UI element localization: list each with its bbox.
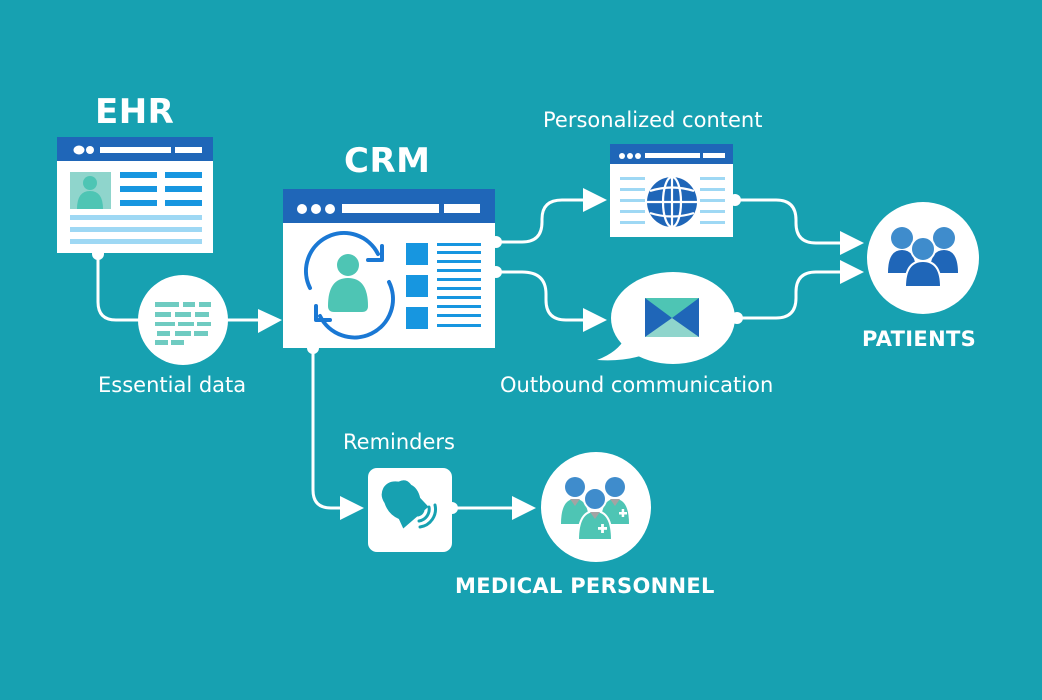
content-titlebar-dot — [619, 153, 625, 159]
ehr-titlebar-dot — [86, 146, 94, 154]
crm-titlebar-dot — [297, 204, 307, 214]
content-titlebar-dot — [635, 153, 641, 159]
crm-list-square — [406, 307, 428, 329]
arrowheads — [258, 188, 864, 520]
content-titlebar-bar — [645, 153, 700, 158]
patients-label: PATIENTS — [862, 327, 976, 351]
arrowhead-patients-top — [840, 231, 864, 255]
speech-bubble-tail — [597, 338, 650, 361]
edge-ehr-to-essential-data — [96, 254, 142, 322]
edge-crm-to-personalized-content — [495, 198, 587, 244]
ehr-title: EHR — [95, 92, 175, 132]
medical-personnel-node — [541, 452, 651, 562]
essential-data-circle — [138, 275, 228, 365]
crm-list-square — [406, 243, 428, 265]
crm-titlebar-bar — [342, 204, 439, 213]
edge-crm-to-reminders — [311, 348, 344, 510]
crm-titlebar-dot — [325, 204, 335, 214]
content-text-lines — [620, 177, 725, 224]
ehr-field — [120, 186, 157, 192]
crm-list-lines — [437, 243, 481, 327]
crm-titlebar-bar — [444, 204, 480, 213]
ehr-field — [165, 186, 202, 192]
ehr-window — [57, 137, 213, 253]
ehr-titlebar-dot — [73, 145, 85, 155]
crm-title: CRM — [344, 141, 431, 181]
arrowhead-crm — [258, 309, 282, 333]
arrowhead-outbound-communication — [583, 308, 607, 332]
outbound-communication-label: Outbound communication — [500, 373, 774, 397]
reminders-label: Reminders — [343, 430, 455, 454]
edge-outbound-communication-to-patients — [734, 270, 844, 320]
content-titlebar-bar — [703, 153, 725, 158]
sync-icon — [304, 231, 395, 340]
arrowhead-reminders — [340, 496, 364, 520]
content-titlebar-dot — [627, 153, 633, 159]
patients-node — [867, 202, 979, 314]
ehr-titlebar-bar — [175, 147, 202, 153]
globe-icon — [647, 175, 697, 229]
ehr-titlebar-bar — [100, 147, 171, 153]
medical-staff-icon — [561, 477, 629, 541]
arrowhead-medical-personnel — [512, 496, 536, 520]
edge-personalized-content-to-patients — [734, 198, 844, 245]
ehr-field — [165, 200, 202, 206]
crm-titlebar-dot — [311, 204, 321, 214]
edge-crm-to-outbound-communication — [495, 270, 587, 322]
ehr-person-icon — [77, 176, 103, 209]
connectors — [96, 198, 844, 510]
essential-data-node — [138, 275, 228, 365]
group-icon — [888, 227, 958, 288]
ehr-field — [165, 172, 202, 178]
medical-personnel-label: MEDICAL PERSONNEL — [455, 574, 715, 598]
ehr-text-line — [70, 215, 202, 220]
sync-arrowheads — [314, 244, 384, 322]
personalized-content-label: Personalized content — [543, 108, 763, 132]
crm-window — [283, 189, 495, 348]
envelope-icon — [645, 298, 699, 337]
arrowhead-patients-bottom — [840, 260, 864, 284]
ehr-field — [120, 172, 157, 178]
bell-icon — [381, 480, 437, 529]
ehr-field — [120, 200, 157, 206]
ehr-text-line — [70, 239, 202, 244]
arrowhead-personalized-content — [583, 188, 607, 212]
ehr-text-line — [70, 227, 202, 232]
outbound-communication-node — [597, 272, 735, 364]
crm-list-square — [406, 275, 428, 297]
essential-data-label: Essential data — [98, 373, 247, 397]
personalized-content-window — [610, 144, 733, 237]
crm-person-icon — [328, 254, 368, 312]
reminders-node — [368, 468, 452, 552]
data-blocks-icon — [155, 302, 211, 345]
